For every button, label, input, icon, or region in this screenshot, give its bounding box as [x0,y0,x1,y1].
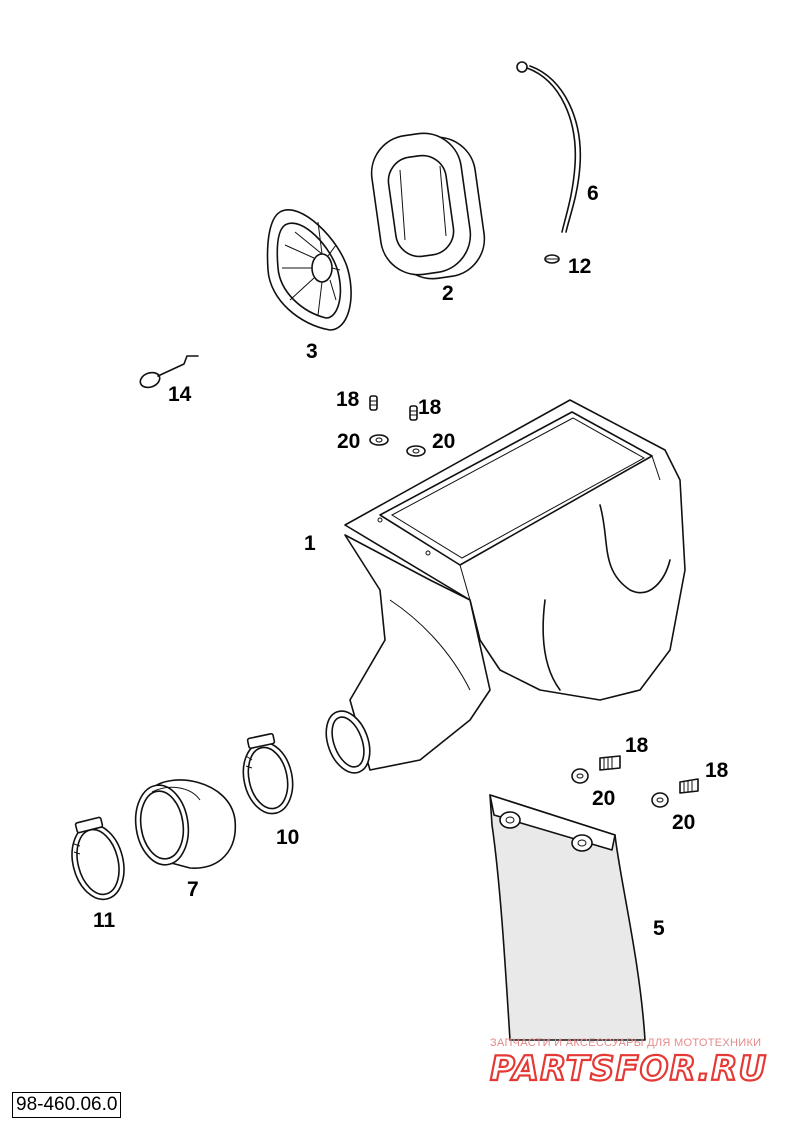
lower-fasteners [571,755,699,808]
callout-18-top-left: 18 [336,388,360,411]
drawing-number: 98-460.06.0 [12,1092,122,1118]
part-7-connector [134,779,237,869]
part-12-clip [544,254,560,264]
part-5-mud-flap [489,794,646,1041]
callout-6: 6 [587,182,599,205]
callout-3: 3 [306,340,318,363]
watermark-tagline: ЗАПЧАСТИ И АКСЕССУАРЫ ДЛЯ МОТОТЕХНИКИ [490,1037,761,1049]
callout-7: 7 [187,878,199,901]
part-6-cable [516,61,582,233]
part-2-filter-element [370,132,486,280]
part-10-clamp [242,732,294,815]
callout-11: 11 [93,909,116,932]
callout-5: 5 [653,917,665,940]
part-14-pin [139,355,199,389]
callout-18-lower-right: 18 [705,759,729,782]
callout-20-top-right: 20 [432,430,455,453]
callout-20-lower-left: 20 [592,787,615,810]
watermark-brand: PARTSFOR.RU [490,1049,767,1089]
callout-14: 14 [168,383,192,406]
callout-1: 1 [304,532,316,555]
callout-18-top-right: 18 [418,396,442,419]
callout-20-lower-right: 20 [672,811,695,834]
callout-10: 10 [276,826,299,849]
top-fasteners [369,395,426,457]
callout-20-top-left: 20 [337,430,360,453]
part-3-filter-cage [266,209,352,331]
part-1-airbox [325,399,686,774]
callout-2: 2 [442,282,454,305]
part-11-clamp [71,816,125,901]
callout-12: 12 [568,255,591,278]
callout-18-lower-left: 18 [625,734,649,757]
